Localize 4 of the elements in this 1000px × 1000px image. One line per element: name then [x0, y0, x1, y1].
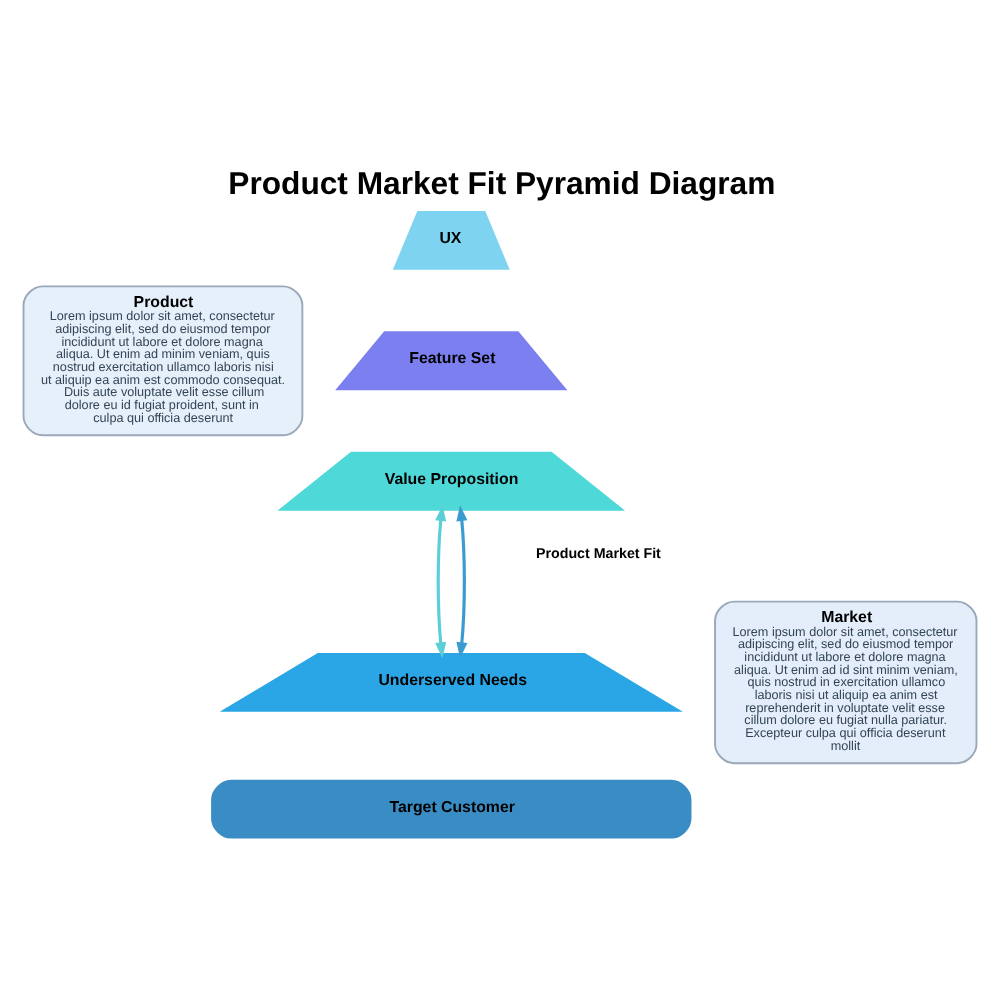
arrow: [456, 504, 468, 658]
node-box: Target Customer: [211, 778, 692, 838]
arrow: [435, 504, 447, 658]
diagram-title: Product Market Fit Pyramid Diagram: [228, 167, 776, 202]
